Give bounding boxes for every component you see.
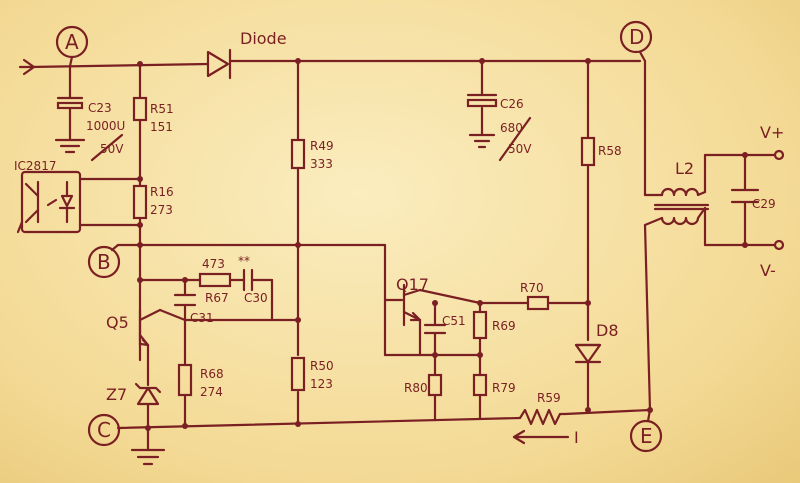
node-d <box>619 20 653 63</box>
label-r50: R50 <box>310 359 334 373</box>
label-c30-value: ** <box>238 254 250 268</box>
r68-resistor <box>177 363 193 397</box>
label-r67-value: 473 <box>202 257 225 271</box>
r50-resistor <box>290 356 306 392</box>
d8-diode <box>574 343 602 364</box>
label-c26-value: 680 <box>500 121 523 135</box>
label-r16-value: 273 <box>150 203 173 217</box>
label-r68-value: 274 <box>200 385 223 399</box>
r59-resistor <box>518 408 567 426</box>
node-c <box>87 413 121 447</box>
output-terminals <box>773 149 785 251</box>
r67-c30-network <box>198 268 260 292</box>
label-r51: R51 <box>150 102 174 116</box>
label-current: I <box>574 428 579 447</box>
label-c31: C31 <box>190 311 214 325</box>
label-r16: R16 <box>150 185 174 199</box>
label-c23-voltage: 50V <box>100 142 124 156</box>
node-b <box>87 243 121 279</box>
c26-capacitor <box>466 93 532 162</box>
q5-transistor <box>138 308 187 347</box>
r70-resistor <box>526 295 550 311</box>
label-c30: C30 <box>244 291 268 305</box>
label-z7: Z7 <box>106 385 127 404</box>
r49-resistor <box>290 138 306 170</box>
label-r59: R59 <box>537 391 561 405</box>
label-r70: R70 <box>520 281 544 295</box>
label-l2: L2 <box>675 159 694 178</box>
label-node-c: C <box>97 418 111 442</box>
q17-transistor <box>402 283 422 327</box>
wires <box>18 58 777 452</box>
label-r50-value: 123 <box>310 377 333 391</box>
label-node-b: B <box>97 250 111 274</box>
label-q5: Q5 <box>106 313 129 332</box>
label-r58: R58 <box>598 144 622 158</box>
label-r49-value: 333 <box>310 157 333 171</box>
diode-symbol <box>206 48 232 80</box>
l2-inductor <box>643 187 710 227</box>
r51-resistor <box>132 96 148 122</box>
label-d8: D8 <box>596 321 619 340</box>
label-r51-value: 151 <box>150 120 173 134</box>
label-diode: Diode <box>240 29 287 48</box>
label-c23-value: 1000U <box>86 119 125 133</box>
r69-resistor <box>472 310 488 340</box>
label-r68: R68 <box>200 367 224 381</box>
labels: A B C D E Diode C23 1000U 50V R51 151 IC… <box>14 25 784 448</box>
label-vplus: V+ <box>760 123 784 142</box>
ic2-optocoupler <box>16 170 82 234</box>
label-c29: C29 <box>752 197 776 211</box>
c23-capacitor <box>54 96 124 162</box>
label-vminus: V- <box>760 261 776 280</box>
c29-capacitor <box>730 188 760 204</box>
label-r69: R69 <box>492 319 516 333</box>
label-c26-voltage: 50V <box>508 142 532 156</box>
c31-capacitor <box>173 293 197 307</box>
r16-resistor <box>132 184 148 220</box>
label-r49: R49 <box>310 139 334 153</box>
label-r80: R80 <box>404 381 428 395</box>
label-r79: R79 <box>492 381 516 395</box>
node-a <box>55 25 89 68</box>
ground-c <box>130 448 166 466</box>
label-c23: C23 <box>88 101 112 115</box>
current-arrow <box>512 429 570 445</box>
junction-dots <box>137 58 748 431</box>
r79-resistor <box>472 373 488 397</box>
label-r67: R67 <box>205 291 229 305</box>
r80-resistor <box>427 373 443 397</box>
label-q17: Q17 <box>396 275 429 294</box>
label-node-a: A <box>65 30 79 54</box>
z7-zener <box>134 382 162 406</box>
c51-capacitor <box>423 323 447 335</box>
label-ic2: IC2817 <box>14 159 56 173</box>
label-c51: C51 <box>442 314 466 328</box>
label-node-d: D <box>629 25 644 49</box>
label-c26: C26 <box>500 97 524 111</box>
r58-resistor <box>580 136 596 167</box>
label-node-e: E <box>640 424 653 448</box>
